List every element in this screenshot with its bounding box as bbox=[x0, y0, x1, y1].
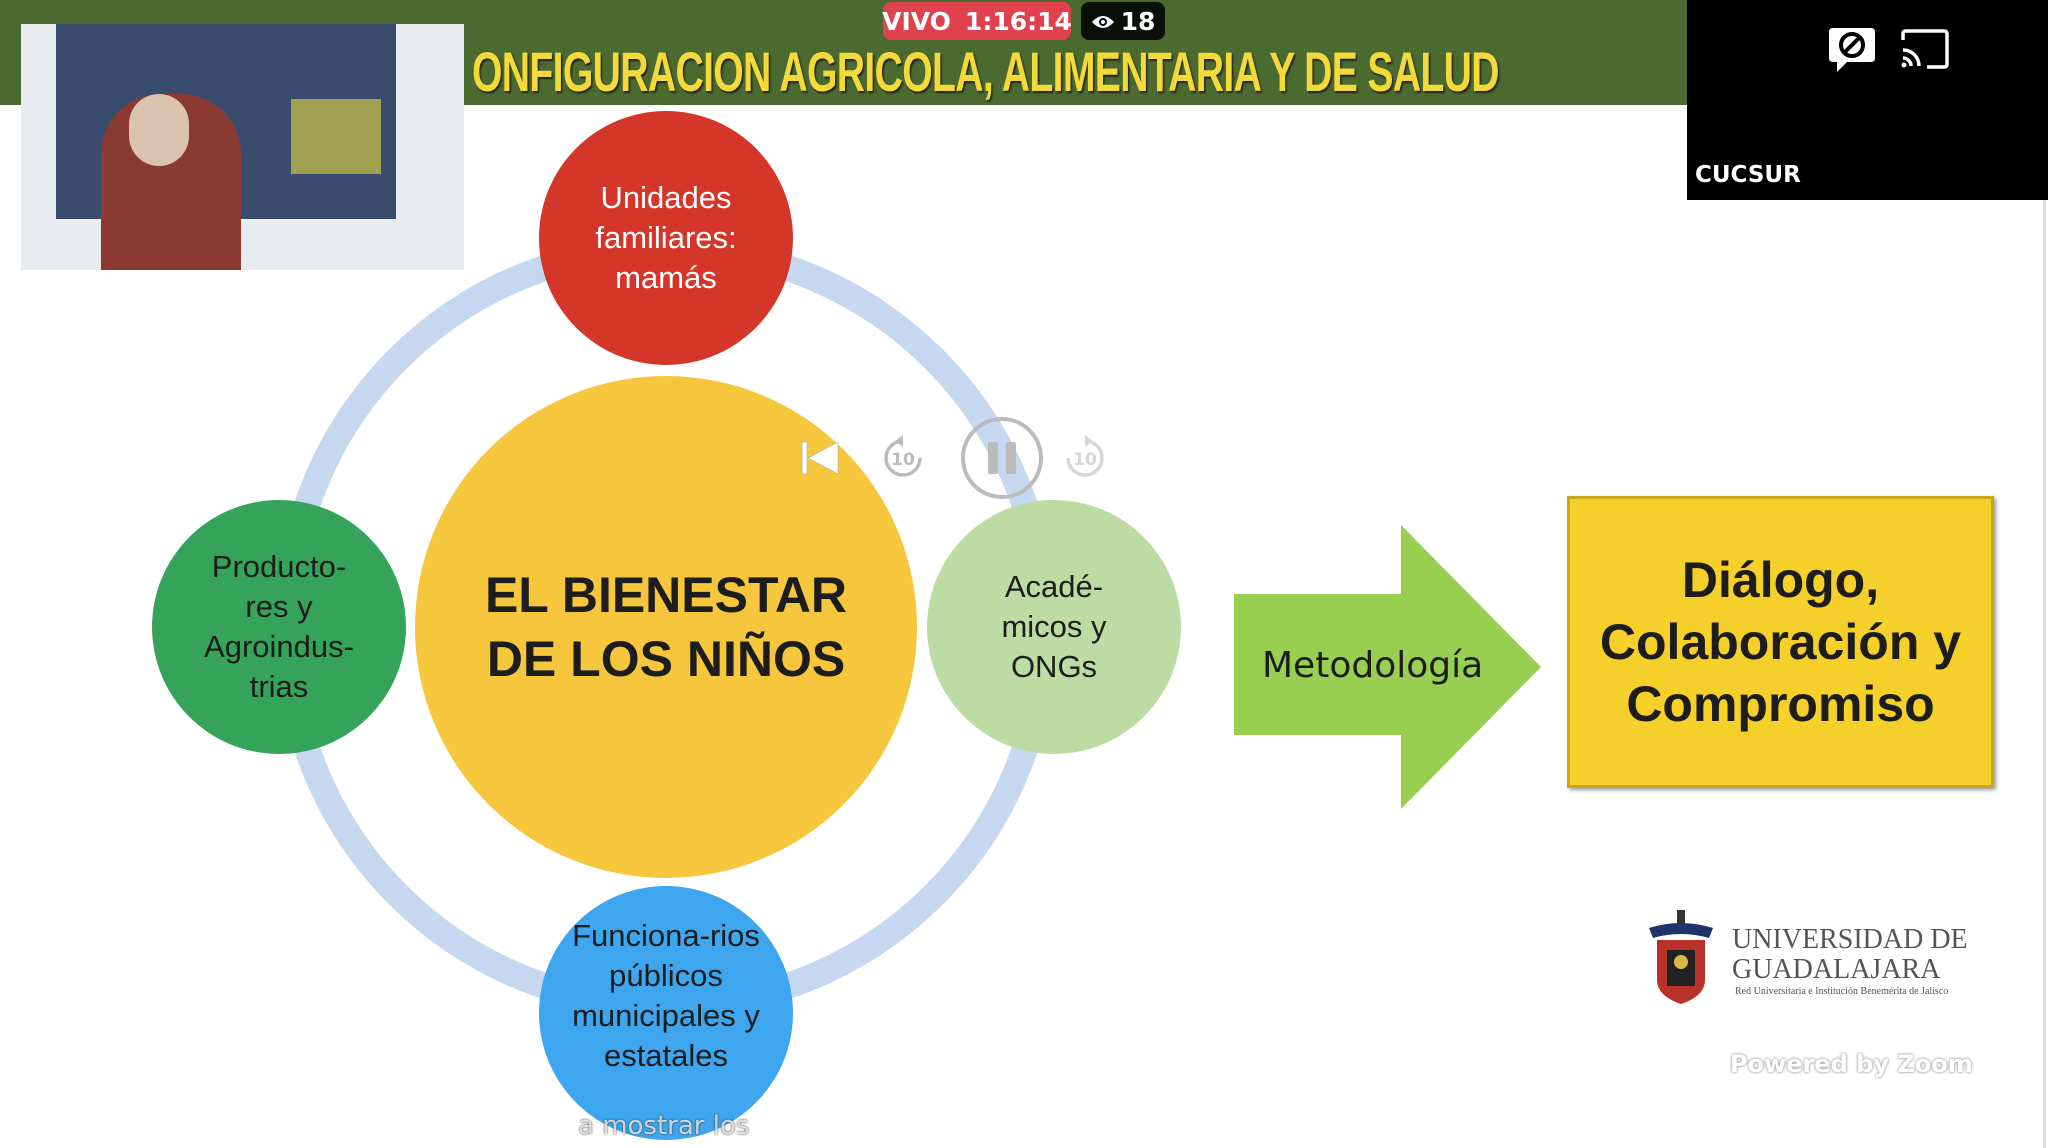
powered-by-zoom: Powered by Zoom bbox=[1730, 1050, 1973, 1078]
svg-text:10: 10 bbox=[1073, 450, 1097, 470]
university-name-line2: GUADALAJARA bbox=[1732, 954, 1941, 985]
previous-button[interactable] bbox=[800, 438, 840, 482]
forward-10-icon: 10 bbox=[1066, 435, 1104, 477]
viewer-count: 18 bbox=[1120, 6, 1156, 36]
rewind-10-icon: 10 bbox=[884, 435, 922, 477]
edge-divider bbox=[2043, 200, 2046, 1148]
viewer-count-badge: 18 bbox=[1081, 2, 1165, 40]
methodology-arrow bbox=[1234, 525, 1541, 809]
cast-icon[interactable] bbox=[1899, 28, 1951, 74]
channel-name: CUCSUR bbox=[1695, 162, 1801, 188]
live-label: VIVO bbox=[882, 6, 951, 36]
speaker-head bbox=[129, 94, 189, 166]
university-name-line1: UNIVERSIDAD DE bbox=[1732, 924, 1968, 955]
university-name: UNIVERSIDAD DE GUADALAJARA bbox=[1732, 925, 1968, 985]
arrow-label: Metodología bbox=[1262, 645, 1484, 686]
center-wellbeing: EL BIENESTAR DE LOS NIÑOS bbox=[415, 376, 917, 878]
university-crest-logo bbox=[1649, 910, 1713, 1004]
live-badge: VIVO 1:16:14 bbox=[882, 2, 1072, 40]
university-subtitle: Red Universitaria e Institución Beneméri… bbox=[1735, 986, 1949, 997]
speaker-video-thumbnail[interactable] bbox=[21, 24, 464, 270]
outcome-box: Diálogo, Colaboración y Compromiso bbox=[1567, 496, 1994, 788]
sign bbox=[291, 99, 381, 174]
skip-previous-icon bbox=[801, 441, 839, 475]
node-producers: Producto-res y Agroindus-trias bbox=[152, 500, 406, 754]
elapsed-time: 1:16:14 bbox=[964, 6, 1072, 36]
forward-10-button[interactable]: 10 bbox=[1062, 435, 1108, 485]
node-academics: Acadé-micos y ONGs bbox=[927, 500, 1181, 754]
pause-button[interactable] bbox=[960, 416, 1044, 504]
top-right-panel: CUCSUR bbox=[1687, 0, 2048, 200]
slide-title: ONFIGURACION AGRICOLA, ALIMENTARIA Y DE … bbox=[472, 40, 1500, 103]
rewind-10-button[interactable]: 10 bbox=[880, 435, 926, 485]
node-families: Unidades familiares: mamás bbox=[539, 111, 793, 365]
live-caption: a mostrar los bbox=[578, 1111, 750, 1141]
pause-icon bbox=[961, 417, 1043, 499]
eye-icon bbox=[1091, 7, 1115, 36]
comments-off-icon[interactable] bbox=[1827, 24, 1877, 80]
node-officials: Funciona-rios públicos municipales y est… bbox=[539, 886, 793, 1140]
svg-text:10: 10 bbox=[891, 450, 915, 470]
